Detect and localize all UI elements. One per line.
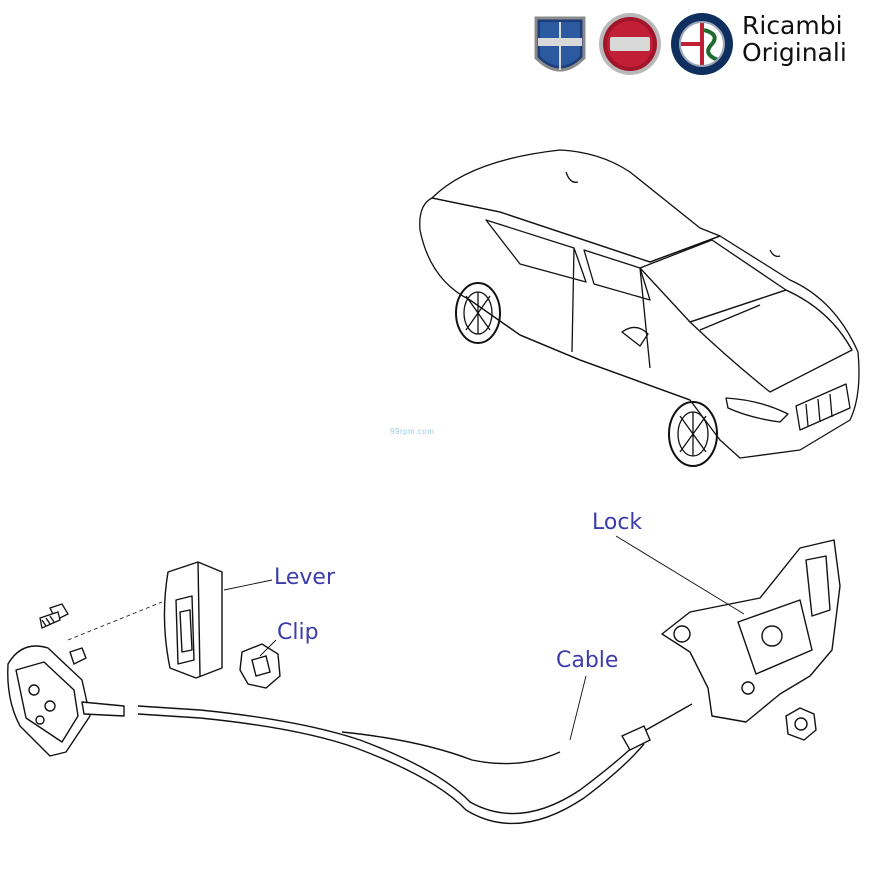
callout-lock: Lock: [592, 510, 643, 535]
nut-part: [785, 707, 817, 741]
watermark-text: 99rpm.com: [390, 427, 435, 436]
brand-line-2: Originali: [742, 38, 847, 67]
brand-line-1: Ricambi: [742, 11, 843, 40]
brand-wordmark: Ricambi Originali: [742, 12, 847, 66]
fiat-logo-icon: [599, 13, 661, 75]
bolt-part: [39, 603, 69, 629]
alfa-romeo-logo-icon: [671, 13, 733, 75]
car-illustration: [419, 149, 860, 467]
callout-lever: Lever: [274, 565, 336, 590]
callout-leader-lines: [223, 535, 745, 741]
release-handle-part: [7, 645, 125, 757]
cable-part: [137, 703, 693, 825]
lock-part: [661, 539, 841, 723]
callout-cable: Cable: [556, 648, 619, 673]
callout-clip: Clip: [277, 620, 319, 645]
lancia-logo-icon: [534, 16, 586, 72]
clip-part: [239, 643, 281, 689]
lever-part: [163, 561, 223, 679]
